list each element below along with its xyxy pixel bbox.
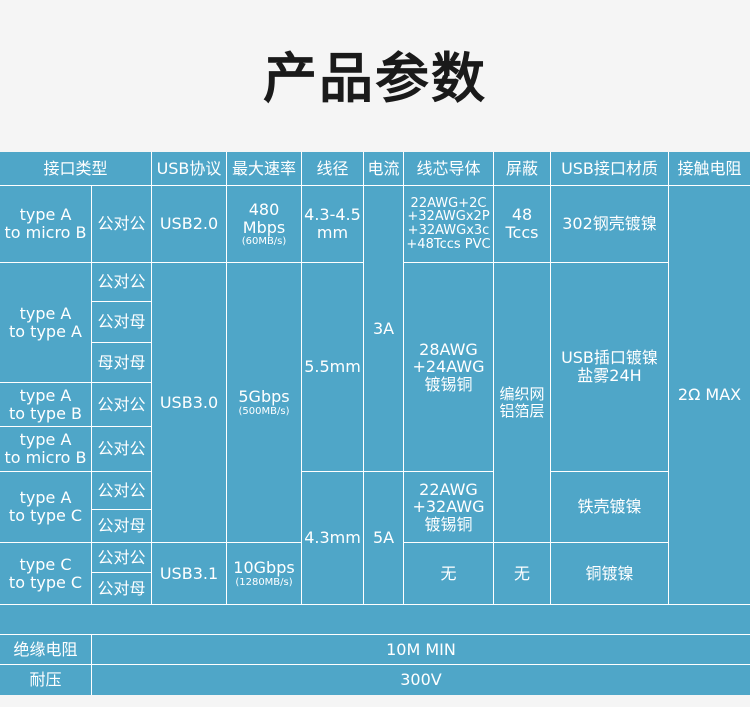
- contact-resistance-cell: 2Ω MAX: [669, 186, 750, 605]
- material-cell: USB插口镀镍 盐雾24H: [551, 263, 669, 472]
- gender-cell: 公对公: [92, 383, 152, 427]
- gender-cell: 公对公: [92, 186, 152, 263]
- gender-cell: 公对母: [92, 302, 152, 343]
- header-material: USB接口材质: [551, 152, 669, 186]
- material-cell: 302钢壳镀镍: [551, 186, 669, 263]
- protocol-cell: USB3.0: [152, 263, 227, 543]
- speed-cell: 10Gbps (1280MB/s): [227, 543, 302, 605]
- gender-cell: 公对公: [92, 263, 152, 302]
- header-usb-protocol: USB协议: [152, 152, 227, 186]
- insulation-label: 绝缘电阻: [0, 635, 92, 665]
- speed-throughput: (60MB/s): [241, 236, 287, 248]
- spec-table: 接口类型 USB协议 最大速率 线径 电流 线芯导体 屏蔽 USB接口材质 接触…: [0, 152, 750, 695]
- speed-value: 5Gbps: [238, 387, 290, 407]
- header-current: 电流: [364, 152, 404, 186]
- header-conductor: 线芯导体: [404, 152, 494, 186]
- conductor-cell: 28AWG +24AWG 镀锡铜: [404, 263, 494, 472]
- header-shield: 屏蔽: [494, 152, 551, 186]
- speed-value: 10Gbps: [233, 558, 295, 578]
- shield-cell: 无: [494, 543, 551, 605]
- diameter-cell: 5.5mm: [302, 263, 364, 472]
- type-cell: type C to type C: [0, 543, 92, 605]
- header-max-speed: 最大速率: [227, 152, 302, 186]
- material-cell: 铁壳镀镍: [551, 472, 669, 543]
- gender-cell: 公对母: [92, 510, 152, 543]
- page-title: 产品参数: [263, 47, 487, 110]
- speed-cell: 5Gbps (500MB/s): [227, 263, 302, 543]
- shield-cell: 编织网 铝箔层: [494, 263, 551, 543]
- voltage-label: 耐压: [0, 665, 92, 695]
- header-interface-type: 接口类型: [0, 152, 152, 186]
- speed-value: 480 Mbps: [242, 199, 286, 237]
- speed-throughput: (1280MB/s): [235, 576, 293, 588]
- type-cell: type A to type B: [0, 383, 92, 427]
- type-cell: type A to micro B: [0, 186, 92, 263]
- diameter-cell: 4.3mm: [302, 472, 364, 605]
- speed-cell: 480 Mbps (60MB/s): [227, 186, 302, 263]
- conductor-cell: 22AWG+2C +32AWGx2P +32AWGx3c +48Tccs PVC: [404, 186, 494, 263]
- insulation-value: 10M MIN: [92, 635, 750, 665]
- protocol-cell: USB2.0: [152, 186, 227, 263]
- type-cell: type A to type C: [0, 472, 92, 543]
- current-cell: 3A: [364, 186, 404, 472]
- spacer-row: [0, 605, 750, 635]
- header-diameter: 线径: [302, 152, 364, 186]
- voltage-value: 300V: [400, 670, 442, 690]
- gender-cell: 母对母: [92, 343, 152, 383]
- diameter-cell: 4.3-4.5 mm: [302, 186, 364, 263]
- type-cell: type A to micro B: [0, 427, 92, 472]
- gender-cell: 公对公: [92, 543, 152, 573]
- conductor-cell: 22AWG +32AWG 镀锡铜: [404, 472, 494, 543]
- protocol-cell: USB3.1: [152, 543, 227, 605]
- header-contact-resistance: 接触电阻: [669, 152, 750, 186]
- speed-throughput: (500MB/s): [238, 405, 290, 417]
- gender-cell: 公对母: [92, 573, 152, 605]
- gender-cell: 公对公: [92, 472, 152, 510]
- shield-cell: 48 Tccs: [494, 186, 551, 263]
- type-cell: type A to type A: [0, 263, 92, 383]
- current-cell: 5A: [364, 472, 404, 605]
- conductor-cell: 无: [404, 543, 494, 605]
- material-cell: 铜镀镍: [551, 543, 669, 605]
- gender-cell: 公对公: [92, 427, 152, 472]
